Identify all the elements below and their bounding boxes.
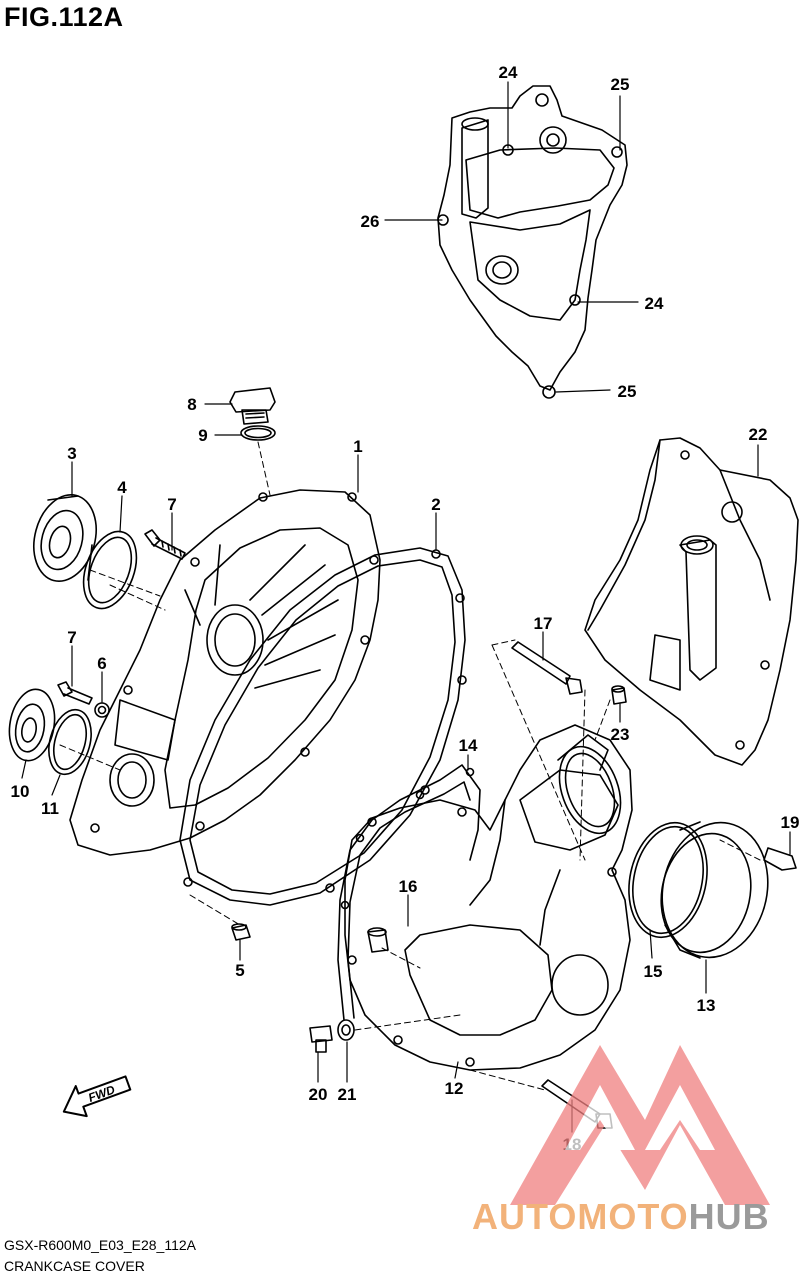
outer-cover-part bbox=[660, 821, 769, 959]
callout-21: 21 bbox=[338, 1085, 357, 1104]
bolt-part-7b bbox=[57, 681, 93, 705]
assembly-lines bbox=[59, 441, 761, 1091]
figure-title: FIG.112A bbox=[4, 2, 124, 32]
callout-20: 20 bbox=[309, 1085, 328, 1104]
callout-11: 11 bbox=[41, 799, 59, 818]
leader-lines bbox=[21, 81, 791, 1133]
washer-part-6 bbox=[94, 702, 110, 718]
dowel-pin-part-5 bbox=[231, 923, 251, 941]
clutch-gasket-part bbox=[337, 764, 481, 1021]
callout-13: 13 bbox=[697, 996, 716, 1015]
callout-19: 19 bbox=[781, 813, 800, 832]
bolt-part-17 bbox=[511, 641, 583, 695]
fwd-label: FWD bbox=[86, 1082, 117, 1105]
figure-code: GSX-R600M0_E03_E28_112A bbox=[4, 1237, 196, 1253]
callout-7a: 7 bbox=[167, 495, 176, 514]
callout-12: 12 bbox=[445, 1079, 464, 1098]
callout-24a: 24 bbox=[499, 63, 518, 82]
oil-seal-part-3 bbox=[33, 493, 97, 583]
callout-22: 22 bbox=[749, 425, 768, 444]
o-ring-part-4 bbox=[82, 530, 138, 610]
callout-1: 1 bbox=[353, 437, 362, 456]
callout-7b: 7 bbox=[67, 628, 76, 647]
dowel-pin-part-23 bbox=[611, 685, 627, 705]
o-ring-part-11 bbox=[48, 708, 92, 776]
callout-26: 26 bbox=[361, 212, 380, 231]
callout-16: 16 bbox=[399, 877, 418, 896]
callout-25b: 25 bbox=[618, 382, 637, 401]
cover-box-part bbox=[584, 437, 799, 766]
cover-plate-part bbox=[437, 85, 628, 399]
callout-9: 9 bbox=[198, 426, 207, 445]
callout-15: 15 bbox=[644, 962, 663, 981]
callout-labels: 1 2 3 4 5 6 7 7 8 9 10 11 12 13 14 15 16… bbox=[11, 63, 800, 1154]
clutch-cover-part bbox=[344, 724, 633, 1071]
callout-23: 23 bbox=[611, 725, 630, 744]
bolt-part-7a bbox=[144, 529, 186, 560]
washer-part-21 bbox=[337, 1019, 355, 1041]
gasket-part bbox=[179, 547, 467, 906]
oil-filler-cap-part bbox=[229, 387, 276, 425]
watermark-text-b: HUB bbox=[688, 1196, 770, 1237]
crankcase-cover-part bbox=[69, 489, 381, 856]
watermark-logo bbox=[510, 1045, 770, 1205]
fwd-arrow-icon: FWD bbox=[62, 1075, 132, 1118]
callout-3: 3 bbox=[67, 444, 76, 463]
watermark-text-a: AUTOMOTO bbox=[472, 1196, 689, 1237]
dowel-pin-part-16 bbox=[367, 927, 389, 953]
bolt-part-20 bbox=[309, 1025, 333, 1053]
figure-name: CRANKCASE COVER bbox=[4, 1258, 145, 1274]
bolt-part-19 bbox=[763, 847, 797, 871]
watermark-text: AUTOMOTOHUB bbox=[472, 1196, 770, 1238]
oil-seal-part-10 bbox=[8, 688, 56, 762]
callout-2: 2 bbox=[431, 495, 440, 514]
callout-5: 5 bbox=[235, 961, 244, 980]
callout-17: 17 bbox=[534, 614, 553, 633]
callout-14: 14 bbox=[459, 736, 478, 755]
callout-6: 6 bbox=[97, 654, 106, 673]
o-ring-part bbox=[628, 821, 708, 939]
callout-10: 10 bbox=[11, 782, 30, 801]
callout-24b: 24 bbox=[645, 294, 664, 313]
cap-o-ring-part bbox=[240, 425, 276, 441]
callout-4: 4 bbox=[117, 478, 127, 497]
callout-25a: 25 bbox=[611, 75, 630, 94]
callout-8: 8 bbox=[187, 395, 196, 414]
